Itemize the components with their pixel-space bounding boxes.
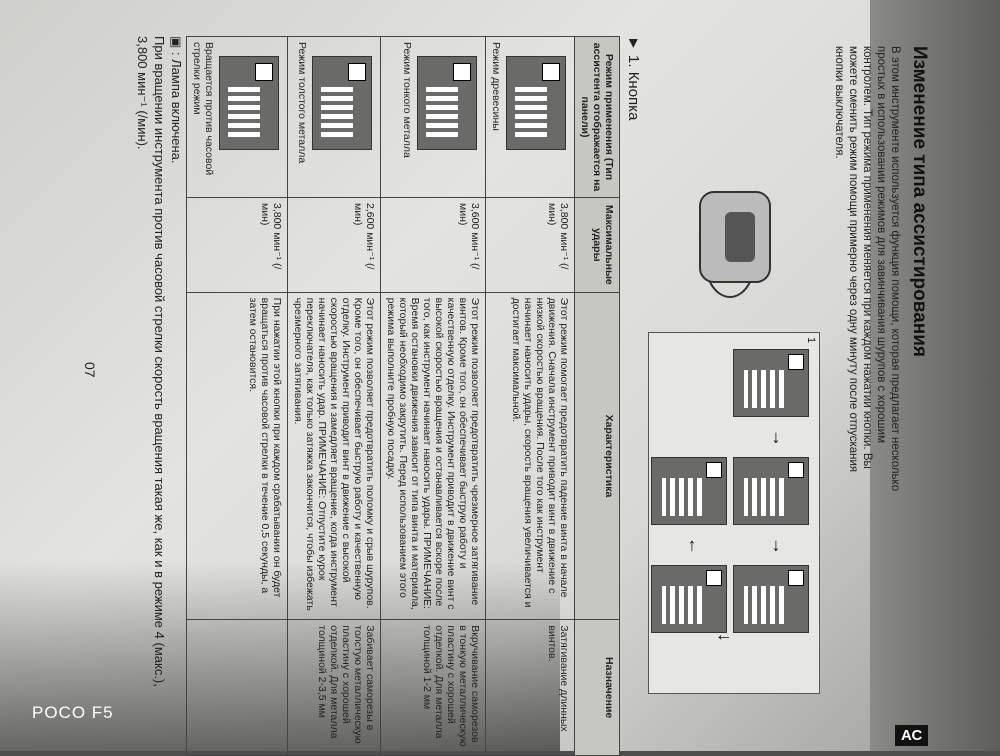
purpose: Затягивание длинных винтов. [485, 619, 575, 756]
rotated-document: Изменение типа ассистирования В этом инс… [40, 22, 940, 756]
mode-panel-image [417, 56, 477, 150]
purpose [186, 619, 288, 756]
adjacent-page [870, 0, 1000, 751]
lamp-icon [788, 354, 804, 370]
mode-name: Режим тонкого металла [401, 42, 413, 158]
characteristic: Этот режим позволяет предотвратить чрезм… [380, 292, 486, 620]
mode-panel-2 [733, 457, 809, 525]
camera-watermark: POCO F5 [32, 703, 114, 722]
mode-panel-1 [733, 349, 809, 417]
table-row: Режим древесины 3,800 мин⁻¹ (/мин) Этот … [485, 36, 575, 756]
mode-name: Режим древесины [490, 42, 502, 131]
arrow-right-icon: → [769, 429, 789, 447]
lamp-icon [788, 462, 804, 478]
lamp-icon: ▣ [169, 36, 184, 52]
arrow-left-icon: ← [685, 537, 705, 555]
purpose: Забивает саморезы в толстую металлическу… [287, 619, 381, 756]
header-purpose: Назначение [574, 619, 620, 756]
table-header-row: Режим применения (Тип ассистента отображ… [574, 36, 620, 756]
shadow [0, 560, 560, 751]
mode-name: Режим толстого металла [296, 42, 308, 164]
section-title: ► 1. Кнопка [625, 36, 642, 121]
max-impacts: 3,600 мин⁻¹ (/мин) [380, 197, 486, 293]
lamp-icon [348, 63, 366, 81]
table-row: Вращается против часовой стрелки режим 3… [186, 36, 288, 756]
max-impacts: 2,600 мин⁻¹ (/мин) [287, 197, 381, 293]
footnote-rotation: При вращении инструмента против часовой … [135, 36, 167, 687]
intro-paragraph: В этом инструменте используется функция … [833, 46, 901, 492]
mode-panel-3 [733, 565, 809, 633]
arrow-right-icon: → [769, 537, 789, 555]
page-heading: Изменение типа ассистирования [909, 46, 930, 357]
mode-panel-image [312, 56, 372, 150]
characteristic: Этот режим позволяет предотвратить полом… [287, 292, 381, 620]
header-max-impacts: Максимальные удары [574, 197, 620, 293]
callout-number: 1 [805, 337, 817, 344]
table-row: Режим толстого металла 2,600 мин⁻¹ (/мин… [287, 36, 381, 756]
max-impacts: 3,800 мин⁻¹ (/мин) [485, 197, 575, 293]
modes-table: Режим применения (Тип ассистента отображ… [186, 36, 620, 756]
header-mode: Режим применения (Тип ассистента отображ… [574, 36, 620, 198]
lamp-icon [706, 570, 722, 586]
footnote-lamp: ▣ : Лампа включена. [169, 36, 184, 164]
mode-panel-4 [651, 457, 727, 525]
mode-panel-image [506, 56, 566, 150]
tool-illustration [699, 191, 771, 298]
lamp-icon [453, 63, 471, 81]
table-row: Режим тонкого металла 3,600 мин⁻¹ (/мин)… [380, 36, 486, 756]
mode-cycle-diagram: 1 → → ↓ ← [648, 332, 820, 694]
adjacent-page-label: АС [895, 725, 929, 746]
mode-panel-image [219, 56, 279, 150]
mode-name: Вращается против часовой стрелки режим [191, 42, 215, 176]
header-characteristic: Характеристика [574, 292, 620, 620]
lamp-icon [788, 570, 804, 586]
max-impacts: 3,800 мин⁻¹ (/мин) [186, 197, 288, 293]
lamp-icon [255, 63, 273, 81]
characteristic: При нажатии этой кнопки при каждом сраба… [186, 292, 288, 620]
footnote: ▣ : Лампа включена. При вращении инструм… [134, 36, 185, 696]
arrow-down-icon: ↓ [715, 633, 735, 642]
characteristic: Этот режим помогает предотвратить падени… [485, 292, 575, 620]
lamp-icon [542, 63, 560, 81]
purpose: Вкручивание саморезов в тонкую металличе… [380, 619, 486, 756]
mode-panel-5 [651, 565, 727, 633]
lamp-icon [706, 462, 722, 478]
page-number: 07 [82, 362, 98, 378]
